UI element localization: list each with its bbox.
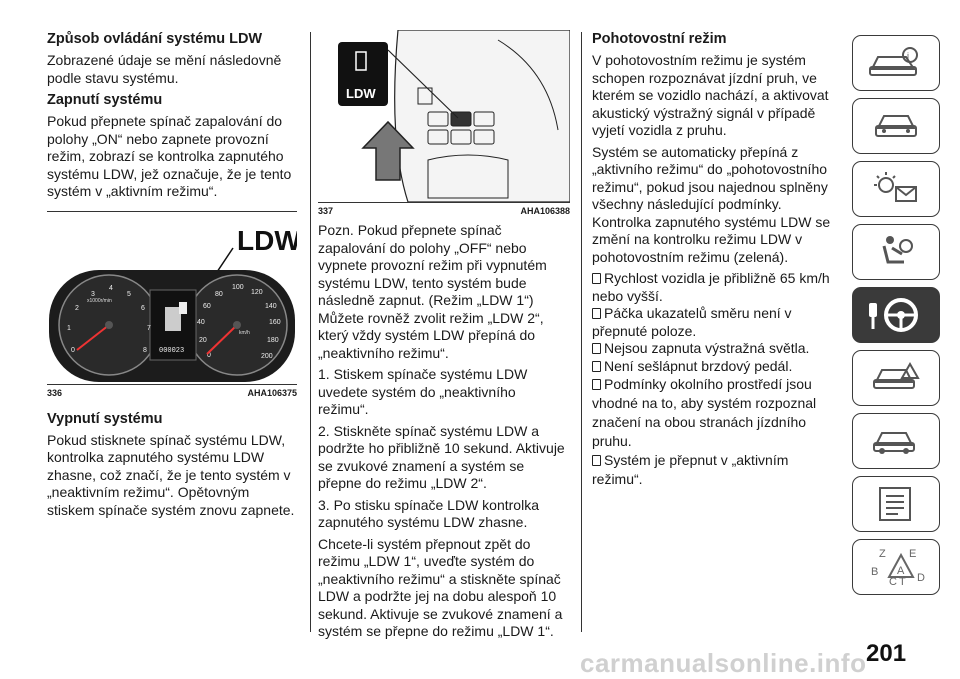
tab-car-info[interactable]: i	[852, 35, 940, 91]
car-service-icon	[873, 432, 915, 454]
svg-text:160: 160	[269, 319, 281, 326]
note-paragraph: Pozn. Pokud přepnete spínač zapalování d…	[318, 222, 547, 361]
instrument-cluster-illustration: LDW 000023 x1000r/min km/h 0 1 2 3 4 5 6 7 8 0…	[49, 225, 297, 382]
tab-seat-airbag[interactable]	[852, 224, 940, 280]
svg-text:180: 180	[267, 337, 279, 344]
svg-text:8: 8	[143, 347, 147, 354]
svg-text:2: 2	[75, 305, 79, 312]
section-heading: Způsob ovládání systému LDW	[47, 31, 263, 47]
ldw-switch-illustration: LDW	[318, 30, 570, 202]
bullet-item: Není sešlápnut brzdový pedál.	[592, 358, 842, 376]
paragraph: Pokud přepnete spínač zapalování do polo…	[47, 113, 292, 199]
checkbox-bullet-icon	[592, 343, 601, 354]
svg-text:80: 80	[215, 291, 223, 298]
seat-airbag-icon	[882, 236, 913, 264]
checkbox-bullet-icon	[592, 379, 601, 390]
svg-text:140: 140	[265, 303, 277, 310]
checkbox-bullet-icon	[592, 360, 601, 372]
section-heading: Vypnutí systému	[47, 410, 163, 427]
figure-number: 337	[318, 206, 334, 216]
ldw-label: LDW	[237, 225, 297, 256]
car-front-icon	[875, 115, 917, 137]
svg-text:3: 3	[91, 291, 95, 298]
svg-text:40: 40	[197, 319, 205, 326]
step-paragraph: 1. Stiskem spínače systému LDW uvedete s…	[318, 366, 528, 417]
tab-car-front[interactable]	[852, 98, 940, 154]
svg-text:x1000r/min: x1000r/min	[87, 298, 112, 304]
page-number: 201	[866, 640, 907, 667]
figure-337: LDW 337 AHA106388	[318, 30, 570, 216]
column-divider	[310, 32, 311, 632]
section-heading: Pohotovostní režim	[592, 31, 727, 47]
bullet-item: Nejsou zapnuta výstražná světla.	[592, 340, 842, 358]
svg-text:T: T	[899, 576, 906, 588]
watermark: carmanualsonline.info	[580, 648, 867, 678]
checkbox-bullet-icon	[592, 308, 601, 319]
svg-text:A: A	[897, 565, 905, 577]
figure-number: 336	[47, 387, 63, 398]
paragraph: V pohotovostním režimu je systém schopen…	[592, 52, 829, 138]
specs-list-icon	[879, 487, 911, 521]
checkbox-bullet-icon	[592, 273, 601, 284]
svg-text:20: 20	[199, 337, 207, 344]
figure-336: LDW 000023 x1000r/min km/h 0 1 2 3 4 5 6 7 8 0…	[47, 210, 297, 398]
svg-text:5: 5	[127, 291, 131, 298]
tab-emergency[interactable]	[852, 350, 940, 406]
svg-text:4: 4	[109, 285, 113, 292]
svg-text:120: 120	[251, 289, 263, 296]
svg-text:0: 0	[71, 347, 75, 354]
paragraph: Systém se automaticky přepíná z „aktivní…	[592, 143, 831, 265]
emergency-car-icon	[873, 361, 920, 389]
step-paragraph: 2. Stiskněte spínač systému LDW a podržt…	[318, 422, 565, 492]
svg-text:100: 100	[232, 284, 244, 291]
tab-specs[interactable]	[852, 476, 940, 532]
svg-text:C: C	[889, 576, 897, 588]
figure-code: AHA106375	[247, 387, 297, 398]
svg-text:D: D	[917, 572, 925, 584]
svg-text:LDW: LDW	[346, 86, 376, 101]
step-paragraph: 3. Po stisku spínače LDW kontrolka zapnu…	[318, 496, 539, 531]
svg-text:Z: Z	[879, 548, 886, 560]
column-right: Pohotovostní režim V pohotovostním režim…	[592, 30, 842, 489]
bullet-item: Podmínky okolního prostředí jsou vhodné …	[592, 376, 817, 449]
svg-text:1: 1	[67, 325, 71, 332]
svg-text:i: i	[907, 51, 909, 61]
column-middle: LDW 337 AHA106388 Pozn. Pokud přepnete sp…	[318, 30, 570, 645]
bullet-item: Rychlost vozidla je přibližně 65 km/h ne…	[592, 270, 830, 304]
tab-warning-lights[interactable]	[852, 161, 940, 217]
bullet-item: Systém je přepnut v „aktivním režimu“.	[592, 452, 789, 487]
figure-code: AHA106388	[520, 206, 570, 216]
paragraph: Pokud stisknete spínač systému LDW, kont…	[47, 431, 295, 518]
paragraph: Chcete-li systém přepnout zpět do režimu…	[318, 535, 563, 640]
bullet-item: Páčka ukazatelů směru není v přepnuté po…	[592, 305, 792, 339]
svg-text:200: 200	[261, 353, 273, 360]
column-left: Způsob ovládání systému LDW Zobrazené úd…	[47, 30, 297, 523]
column-divider	[581, 32, 582, 632]
warning-lights-icon	[874, 172, 917, 202]
paragraph: Zobrazené údaje se mění následovně podle…	[47, 52, 282, 86]
svg-text:B: B	[871, 566, 878, 578]
car-info-icon: i	[869, 47, 918, 76]
svg-text:0: 0	[207, 352, 211, 359]
checkbox-bullet-icon	[592, 455, 601, 466]
svg-text:000023: 000023	[159, 347, 184, 355]
svg-text:60: 60	[203, 303, 211, 310]
tab-steering-key[interactable]	[852, 287, 940, 343]
svg-text:E: E	[909, 548, 916, 560]
svg-text:6: 6	[141, 305, 145, 312]
section-heading: Zapnutí systému	[47, 92, 163, 108]
tab-service[interactable]	[852, 413, 940, 469]
steering-key-icon	[869, 298, 918, 332]
svg-text:km/h: km/h	[239, 330, 250, 336]
svg-text:7: 7	[147, 325, 151, 332]
